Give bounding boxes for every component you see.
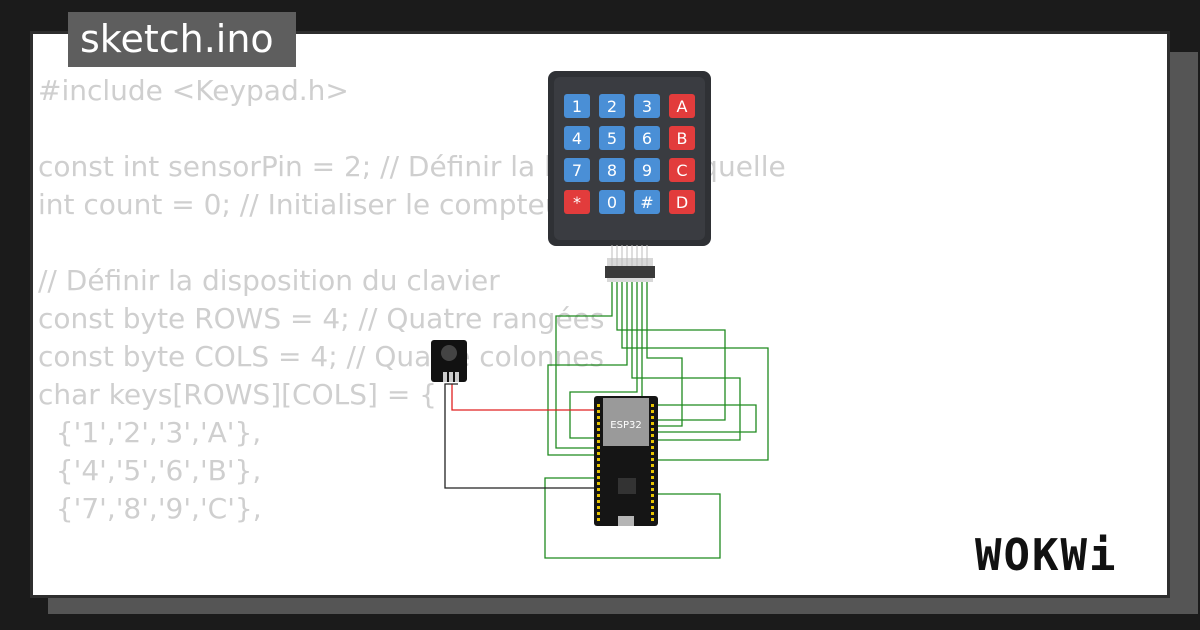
wokwi-logo: WOKWi xyxy=(975,530,1118,581)
wires xyxy=(444,282,769,559)
svg-text:A: A xyxy=(677,97,688,116)
esp32-pin xyxy=(597,404,600,407)
esp32-pin xyxy=(651,410,654,413)
esp32-pin xyxy=(651,428,654,431)
esp32-pin xyxy=(651,518,654,521)
esp32-label: ESP32 xyxy=(610,420,641,431)
svg-text:1: 1 xyxy=(572,97,582,116)
keypad-key-9[interactable]: 9 xyxy=(634,158,660,182)
esp32-pin xyxy=(597,410,600,413)
wire-3 xyxy=(621,282,769,461)
keypad-key-D[interactable]: D xyxy=(669,190,695,214)
esp32-pin xyxy=(597,500,600,503)
svg-text:C: C xyxy=(676,161,687,180)
wire-6 xyxy=(569,282,638,439)
keypad-key-8[interactable]: 8 xyxy=(599,158,625,182)
esp32-pin xyxy=(597,452,600,455)
esp32-chip xyxy=(618,478,636,494)
pin-header-left xyxy=(597,404,600,521)
wire-4 xyxy=(547,282,628,456)
esp32-pin xyxy=(651,440,654,443)
file-title: sketch.ino xyxy=(68,12,296,67)
esp32-pin xyxy=(597,506,600,509)
keypad-key-2[interactable]: 2 xyxy=(599,94,625,118)
esp32-pin xyxy=(651,476,654,479)
svg-text:7: 7 xyxy=(572,161,582,180)
wire-power xyxy=(451,384,610,411)
esp32-pin xyxy=(597,446,600,449)
esp32-pin xyxy=(597,428,600,431)
svg-text:#: # xyxy=(640,193,653,212)
esp32-pin xyxy=(651,446,654,449)
svg-text:9: 9 xyxy=(642,161,652,180)
esp32-pin xyxy=(597,458,600,461)
keypad-keys: 1 2 3 A 4 5 6 B 7 8 9 C * 0 # D xyxy=(564,94,695,214)
wire-9 xyxy=(544,477,721,559)
wire-2 xyxy=(616,282,726,421)
wire-5 xyxy=(631,282,741,441)
esp32-pin xyxy=(651,512,654,515)
esp32-pin xyxy=(597,440,600,443)
keypad-key-4[interactable]: 4 xyxy=(564,126,590,150)
esp32-pin xyxy=(597,476,600,479)
pin-header-right xyxy=(651,404,654,521)
esp32-pin xyxy=(597,482,600,485)
keypad-key-0[interactable]: 0 xyxy=(599,190,625,214)
wire-ground xyxy=(444,383,610,489)
keypad-key-6[interactable]: 6 xyxy=(634,126,660,150)
esp32-pin xyxy=(651,464,654,467)
keypad-key-7[interactable]: 7 xyxy=(564,158,590,182)
svg-text:8: 8 xyxy=(607,161,617,180)
wire-8 xyxy=(640,282,683,427)
svg-text:D: D xyxy=(676,193,688,212)
keypad-key-1[interactable]: 1 xyxy=(564,94,590,118)
sensor-module[interactable] xyxy=(431,340,467,382)
usb-port xyxy=(618,516,634,526)
esp32-pin xyxy=(597,470,600,473)
esp32-pin xyxy=(651,434,654,437)
svg-text:0: 0 xyxy=(607,193,617,212)
wire-1 xyxy=(555,282,613,449)
svg-text:B: B xyxy=(677,129,688,148)
esp32-pin xyxy=(651,422,654,425)
esp32-pin xyxy=(651,488,654,491)
esp32-pin xyxy=(651,458,654,461)
keypad-key-C[interactable]: C xyxy=(669,158,695,182)
keypad-key-*[interactable]: * xyxy=(564,190,590,214)
esp32-pin xyxy=(597,512,600,515)
esp32-pin xyxy=(597,422,600,425)
esp32-pin xyxy=(651,416,654,419)
keypad-connector xyxy=(605,266,655,278)
keypad-key-3[interactable]: 3 xyxy=(634,94,660,118)
svg-text:6: 6 xyxy=(642,129,652,148)
esp32-pin xyxy=(597,494,600,497)
keypad-key-5[interactable]: 5 xyxy=(599,126,625,150)
wire-7 xyxy=(640,282,757,433)
esp32-board[interactable]: ESP32 xyxy=(594,396,658,526)
esp32-pin xyxy=(597,464,600,467)
svg-text:5: 5 xyxy=(607,129,617,148)
svg-text:4: 4 xyxy=(572,129,582,148)
keypad-key-#[interactable]: # xyxy=(634,190,660,214)
esp32-pin xyxy=(597,434,600,437)
esp32-pin xyxy=(597,416,600,419)
keypad-module[interactable]: 1 2 3 A 4 5 6 B 7 8 9 C * 0 # D xyxy=(548,71,711,282)
esp32-pin xyxy=(651,482,654,485)
svg-text:2: 2 xyxy=(607,97,617,116)
svg-text:*: * xyxy=(573,193,581,212)
keypad-key-A[interactable]: A xyxy=(669,94,695,118)
esp32-pin xyxy=(597,518,600,521)
esp32-pin xyxy=(651,452,654,455)
esp32-pin xyxy=(597,488,600,491)
esp32-pin xyxy=(651,506,654,509)
keypad-key-B[interactable]: B xyxy=(669,126,695,150)
esp32-pin xyxy=(651,470,654,473)
esp32-pin xyxy=(651,500,654,503)
svg-text:3: 3 xyxy=(642,97,652,116)
sensor-element xyxy=(441,345,457,361)
esp32-pin xyxy=(651,404,654,407)
esp32-pin xyxy=(651,494,654,497)
esp32-module-shield xyxy=(603,398,649,446)
